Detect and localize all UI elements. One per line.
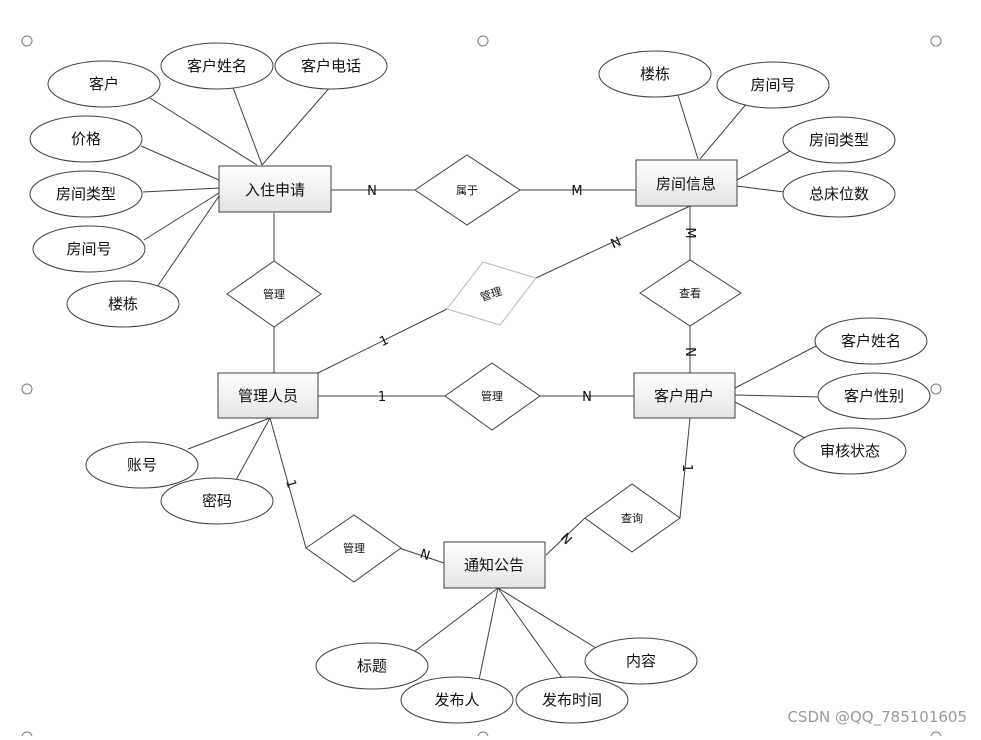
attr-room-no-label: 房间号	[750, 76, 795, 94]
relationship-manage-notice: 管理	[305, 514, 402, 583]
watermark: CSDN @QQ_785101605	[787, 708, 967, 726]
handle-middle-right[interactable]	[930, 383, 942, 395]
attr-checkin-customer-label: 客户	[89, 75, 119, 93]
attr-room-beds: 总床位数	[782, 170, 896, 218]
relationship-manage-room-label: 管理	[478, 284, 503, 304]
relationship-manage-checkin-label: 管理	[263, 287, 285, 301]
attr-room-beds-label: 总床位数	[809, 185, 869, 203]
entity-customer-label: 客户用户	[654, 387, 714, 405]
attr-checkin-room-no-label: 房间号	[66, 240, 111, 258]
handle-bottom-left[interactable]	[21, 731, 33, 740]
handle-middle-left[interactable]	[21, 383, 33, 395]
relationship-query-label: 查询	[621, 511, 643, 525]
handle-top-left[interactable]	[21, 35, 33, 47]
entity-checkin-label: 入住申请	[245, 181, 305, 199]
attr-notice-publisher-label: 发布人	[434, 691, 479, 709]
attr-checkin-room-type: 房间类型	[29, 170, 143, 218]
attr-checkin-customer-name-label: 客户姓名	[187, 57, 247, 75]
card-checkin-belongs: N	[367, 184, 377, 199]
entity-admin: 管理人员	[217, 372, 319, 419]
relationship-manage-room: 管理	[446, 261, 537, 326]
attr-notice-title-label: 标题	[357, 657, 387, 675]
relationship-belongs-label: 属于	[456, 184, 478, 197]
card-query-notice: N	[557, 531, 574, 548]
attr-checkin-price-label: 价格	[71, 130, 101, 148]
attr-room-type: 房间类型	[782, 116, 896, 164]
attr-customer-status: 审核状态	[793, 427, 907, 475]
entity-notice-label: 通知公告	[464, 556, 524, 574]
attributes: 客户 客户姓名 客户电话 价格 房间类型 房间号 楼栋 楼栋	[29, 42, 931, 724]
attr-checkin-customer-phone: 客户电话	[274, 42, 388, 90]
card-belongs-room: M	[571, 184, 582, 199]
attr-admin-password: 密码	[160, 477, 274, 525]
attr-checkin-room-no: 房间号	[32, 225, 146, 273]
entity-room: 房间信息	[635, 159, 738, 207]
card-admin-manage: 1	[378, 390, 386, 405]
attr-admin-account-label: 账号	[127, 456, 157, 474]
attr-notice-content: 内容	[584, 637, 698, 685]
attr-notice-publisher: 发布人	[400, 676, 514, 724]
entity-notice: 通知公告	[443, 541, 546, 589]
relationship-manage-customer-label: 管理	[481, 389, 503, 403]
attr-notice-title: 标题	[315, 642, 429, 690]
card-room-view: M	[682, 227, 697, 238]
connector-lines	[140, 84, 821, 681]
relationship-manage-notice-label: 管理	[343, 541, 365, 555]
attr-customer-gender: 客户性别	[817, 372, 931, 420]
handle-bottom-right[interactable]	[930, 731, 942, 740]
attr-room-no: 房间号	[716, 61, 830, 109]
attr-checkin-room-type-label: 房间类型	[56, 185, 116, 203]
relationship-manage-customer: 管理	[444, 362, 541, 431]
entity-checkin: 入住申请	[218, 165, 332, 213]
relationship-view: 查看	[639, 259, 742, 327]
relationship-query: 查询	[584, 483, 681, 553]
attr-customer-name: 客户姓名	[814, 317, 928, 365]
attr-room-building-label: 楼栋	[640, 65, 670, 83]
attr-admin-password-label: 密码	[202, 492, 232, 510]
entity-customer: 客户用户	[633, 372, 736, 419]
relationship-manage-checkin: 管理	[226, 260, 322, 328]
handle-top-center[interactable]	[477, 35, 489, 47]
card-manage-notice-notice: N	[418, 547, 432, 564]
card-customer-query: 1	[679, 464, 694, 472]
attr-notice-content-label: 内容	[626, 652, 656, 670]
card-view-customer: N	[682, 347, 697, 357]
attr-notice-publish-time: 发布时间	[515, 676, 629, 724]
entity-admin-label: 管理人员	[238, 387, 298, 405]
card-room-manage: N	[609, 235, 624, 253]
relationship-view-label: 查看	[679, 286, 701, 300]
relationship-belongs: 属于	[414, 154, 521, 226]
attr-notice-publish-time-label: 发布时间	[542, 691, 602, 709]
entity-room-label: 房间信息	[656, 175, 716, 193]
attr-customer-status-label: 审核状态	[820, 442, 880, 460]
card-manage-admin: 1	[377, 333, 391, 350]
attr-checkin-customer-name: 客户姓名	[160, 42, 274, 90]
attr-room-type-label: 房间类型	[809, 131, 869, 149]
attr-checkin-price: 价格	[29, 115, 143, 163]
handle-bottom-center[interactable]	[477, 731, 489, 740]
attr-checkin-customer-phone-label: 客户电话	[301, 57, 361, 75]
attr-admin-account: 账号	[85, 441, 199, 489]
attr-checkin-building-label: 楼栋	[108, 295, 138, 313]
card-manage-customer: N	[582, 390, 592, 405]
attr-customer-gender-label: 客户性别	[844, 387, 904, 405]
card-admin-manage-notice: 1	[282, 478, 299, 490]
attr-checkin-customer: 客户	[47, 60, 161, 108]
attr-room-building: 楼栋	[598, 50, 712, 98]
attr-checkin-building: 楼栋	[66, 280, 180, 328]
attr-customer-name-label: 客户姓名	[841, 332, 901, 350]
handle-top-right[interactable]	[930, 35, 942, 47]
